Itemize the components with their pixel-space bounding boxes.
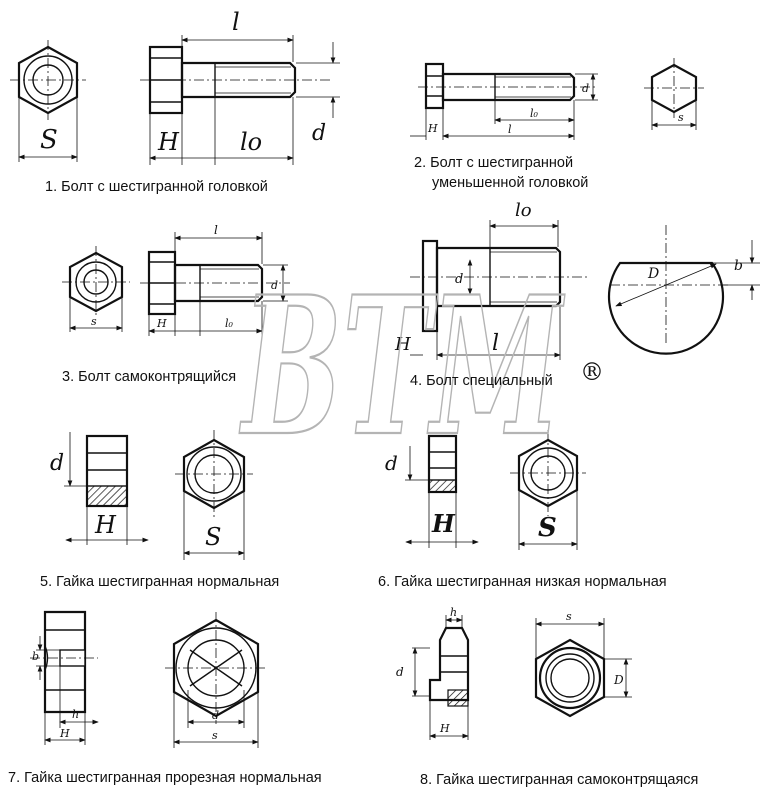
fig8-label-d: d	[396, 665, 404, 679]
fig3-label-d: d	[271, 279, 278, 292]
fig1-label-S: S	[40, 125, 58, 155]
caption-2-line1: 2. Болт с шестигранной	[414, 155, 574, 171]
fig2-hex-top-view: s	[644, 58, 704, 130]
fig3-hex-top-view: s	[62, 246, 130, 332]
fig5-label-S: S	[205, 523, 221, 551]
fig2-side-view: H l₀ l d	[410, 62, 598, 140]
figure-8-self-locking-nut: h d H s D	[396, 606, 632, 740]
caption-6: 6. Гайка шестигранная низкая нормальная	[378, 574, 667, 590]
fig1-label-H: H	[157, 128, 180, 156]
fig8-label-h: h	[450, 606, 457, 619]
fig4-side-view: lo d H l	[394, 200, 590, 360]
fig5-label-H: H	[94, 511, 117, 539]
fig2-label-s: s	[678, 111, 684, 124]
watermark-text: BTM	[239, 255, 565, 478]
figure-1-hex-bolt: S l H lo d	[10, 8, 340, 165]
fig4-label-l0: lo	[515, 200, 532, 221]
fig6-side-section: d H	[385, 434, 479, 548]
fig4-label-l: l	[492, 331, 499, 356]
fig1-label-l: l	[232, 8, 240, 36]
figure-6-low-hex-nut: d H S	[385, 430, 586, 550]
fig8-side-section: h d H	[396, 606, 470, 740]
fig2-label-H: H	[427, 122, 438, 135]
fig6-label-H: H	[431, 509, 456, 538]
fig6-hex-top-view: S	[510, 430, 586, 550]
fig5-side-section: d H	[50, 432, 149, 545]
fig4-label-b: b	[734, 258, 743, 274]
fig5-label-d: d	[50, 451, 64, 476]
fig8-label-H: H	[439, 722, 450, 735]
fig2-label-l: l	[508, 123, 512, 136]
caption-1: 1. Болт с шестигранной головкой	[45, 179, 268, 195]
fig1-label-l0: lo	[240, 128, 262, 156]
fig7-label-b: b	[32, 650, 39, 663]
caption-5: 5. Гайка шестигранная нормальная	[40, 574, 280, 590]
fig6-label-d: d	[385, 451, 398, 475]
figure-7-slotted-nut: b h H d s	[30, 610, 268, 748]
fig8-hex-top-view: s D	[534, 610, 632, 718]
fig2-label-d: d	[582, 82, 589, 95]
fig3-side-view: l H l₀ d	[140, 223, 290, 336]
fig2-label-l0: l₀	[530, 107, 539, 120]
fig1-label-d: d	[312, 121, 326, 146]
fig4-label-D: D	[647, 266, 659, 282]
figure-4-special-bolt: lo d H l D b	[394, 200, 760, 360]
fig4-label-H: H	[394, 334, 411, 355]
fig4-label-d: d	[455, 272, 463, 287]
figure-3-self-locking-bolt: s l H l₀ d	[62, 223, 290, 336]
caption-4: 4. Болт специальный	[410, 373, 553, 389]
fig7-label-d: d	[212, 709, 219, 722]
registered-mark: ®	[580, 358, 604, 386]
fig3-label-l0: l₀	[225, 317, 234, 330]
fig7-label-h: h	[72, 708, 79, 721]
fig3-label-l: l	[214, 223, 218, 237]
fig5-hex-top-view: S	[175, 430, 253, 560]
fig4-end-view: D b	[607, 225, 760, 355]
caption-2-line2: уменьшенной головкой	[432, 175, 589, 191]
caption-7: 7. Гайка шестигранная прорезная нормальн…	[8, 770, 322, 786]
fig8-label-D: D	[613, 673, 624, 687]
fig1-hex-top-view: S	[10, 40, 86, 162]
figure-5-hex-nut: d H S	[50, 430, 253, 560]
watermark-logo: BTM ®	[238, 254, 604, 479]
fig8-label-s: s	[566, 610, 572, 623]
fig3-label-s: s	[91, 315, 97, 328]
fig7-label-H: H	[59, 727, 70, 740]
figure-2-reduced-head-bolt: H l₀ l d s	[410, 58, 704, 140]
fig7-top-view: d s	[165, 612, 268, 748]
caption-8: 8. Гайка шестигранная самоконтрящаяся	[420, 772, 699, 788]
fig3-label-H: H	[156, 317, 167, 330]
fig7-label-s: s	[212, 729, 218, 742]
fig6-label-S: S	[538, 513, 557, 543]
fig7-side-view: b h H	[30, 610, 99, 745]
fig1-side-view: l H lo d	[140, 8, 340, 165]
caption-3: 3. Болт самоконтрящийся	[62, 369, 237, 385]
